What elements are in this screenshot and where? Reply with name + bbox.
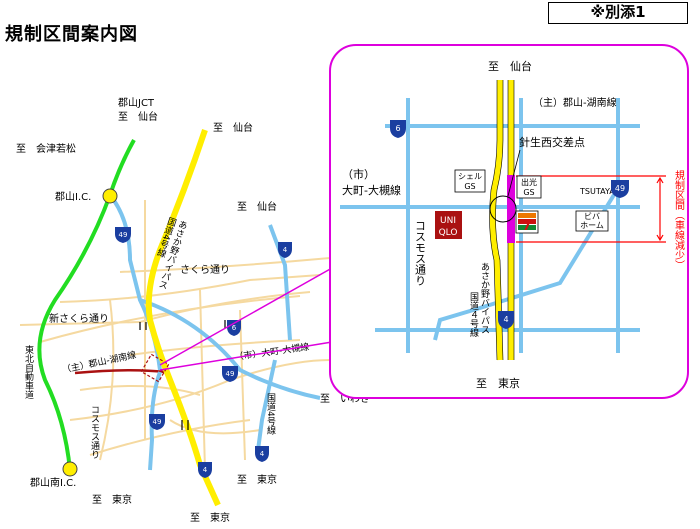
svg-text:TSUTAYA: TSUTAYA [579,187,615,196]
shield-4-b: 4 [255,446,269,462]
intersection-circle [489,195,517,223]
koriyama-minami-ic-label: 郡山南I.C. [30,476,76,489]
svg-text:49: 49 [615,184,625,193]
attachment-label: ※別添1 [548,2,688,24]
koriyama-minami-ic-marker [62,461,78,477]
regulation-strip [507,175,515,243]
inset-blue-roads [340,98,640,353]
svg-text:UNI: UNI [440,216,456,226]
gas-stations: シェル GS 出光 GS ビバ ホーム TSUTAYA [454,169,615,232]
to-sendai-label-2: 至 仙台 [237,200,277,213]
main-roads-overview [108,193,321,471]
to-tokyo-label-2: 至 東京 [190,511,230,524]
to-aizuwakamatsu-label: 至 会津若松 [16,142,76,155]
svg-text:4: 4 [283,246,288,254]
page-title: 規制区間案内図 [5,24,138,45]
to-sendai-label-1: 至 仙台 [213,121,253,134]
shield-49-c: 49 [149,414,165,430]
svg-text:出光: 出光 [521,177,537,187]
svg-text:QLO: QLO [439,228,458,238]
shield-4-a: 4 [278,242,292,258]
bridge-ticks [139,320,226,430]
to-tokyo-label-3: 至 東京 [237,473,277,486]
svg-text:GS: GS [523,188,534,197]
inset-map: UNI QLO 7 シェル GS 出光 GS ビバ ホーム TSUTAYA 6 … [329,44,689,399]
inset-shield-49: 49 [611,180,629,198]
to-tokyo-label-1: 至 東京 [92,493,132,506]
inset-to-sendai-label: 至 仙台 [488,59,532,73]
svg-text:7: 7 [522,219,531,234]
tohoku-expressway [37,139,136,471]
shin-sakura-label: 新さくら通り [49,312,109,325]
svg-text:49: 49 [119,231,128,239]
koriyama-jct-label: 郡山JCT [118,97,155,109]
svg-text:4: 4 [203,466,208,474]
svg-text:49: 49 [153,418,162,426]
intersection-label: 針生西交差点 [519,135,585,149]
tohoku-expressway-label: 東北自動車道 [23,344,34,400]
inset-shield-4: 4 [498,311,514,329]
inset-cosmos-label: コスモス通り [414,220,427,286]
svg-text:6: 6 [395,124,400,133]
svg-text:4: 4 [503,315,508,324]
svg-text:GS: GS [464,182,475,191]
svg-text:ビバ: ビバ [584,212,600,221]
shield-4-c: 4 [198,462,212,478]
route4-label-overview: 国道4号線 [265,393,276,435]
regulation-label: 規制区間（車線減少） [673,170,685,270]
koriyama-konan-line-overview [74,368,166,375]
inset-omachi-label-2: 大町-大槻線 [342,183,401,197]
inset-pointer-lower [159,341,333,371]
inset-koriyama-konan-label: （主）郡山-湖南線 [533,96,617,109]
svg-text:ホーム: ホーム [580,221,604,230]
svg-text:シェル: シェル [458,172,482,181]
inset-pointer-upper [159,267,333,366]
svg-text:49: 49 [226,370,235,378]
inset-omachi-label-1: （市） [342,167,375,181]
route4-bypass-overview [145,129,221,507]
shield-49-a: 49 [115,227,131,243]
sakura-label: さくら通り [180,264,230,276]
inset-labels: 至 仙台 至 東京 （主）郡山-湖南線 （市） 大町-大槻線 針生西交差点 コス… [342,59,685,390]
route-shields-overview: 49 4 6 49 49 4 4 [115,227,292,478]
inset-to-tokyo-label: 至 東京 [476,376,520,390]
koriyama-ic-label: 郡山I.C. [55,191,91,203]
cosmos-label-overview: コスモス通り [89,405,100,459]
svg-text:6: 6 [232,324,237,332]
inset-route4-label-b: あさか野バイパス [479,262,490,334]
regulation-target-box [140,353,170,383]
inset-route4-label-a: 国道４号線 [468,292,479,337]
inset-shield-6: 6 [390,120,406,138]
to-sendai-jct-label: 至 仙台 [118,110,158,123]
koriyama-ic-marker [102,188,118,204]
svg-text:4: 4 [260,450,265,458]
overview-map: 49 4 6 49 49 4 4 郡山JCT 至 仙台 至 会津若松 至 仙台 … [16,97,370,524]
shield-6: 6 [227,320,241,336]
uniqlo-logo [435,211,462,239]
shield-49-b: 49 [222,366,238,382]
